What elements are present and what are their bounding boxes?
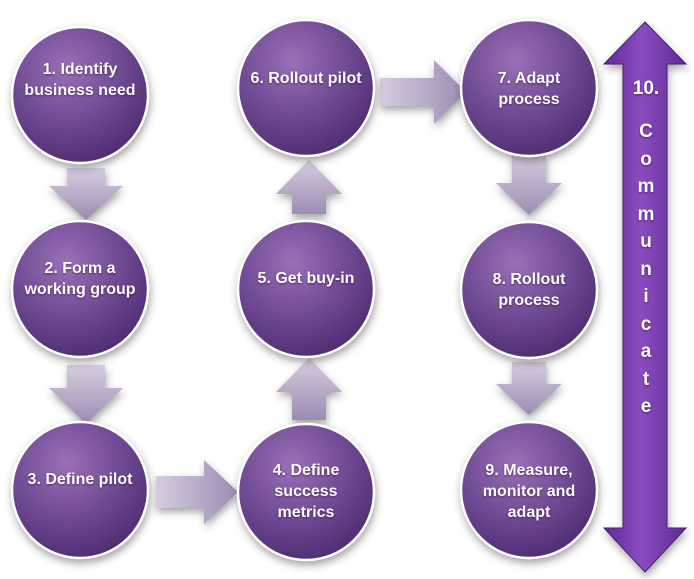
communicate-letter: u — [640, 231, 652, 252]
step-4-label: 4. Define success metrics — [272, 462, 340, 521]
communicate-letter: e — [640, 396, 652, 417]
communicate-letter: n — [640, 258, 652, 280]
step-9-label: 9. Measure, monitor and adapt — [482, 462, 576, 521]
arrow-5-to-6 — [276, 160, 342, 214]
step-6-label: 6. Rollout pilot — [250, 70, 362, 87]
step-9-circle — [459, 420, 599, 560]
communicate-letter: C — [639, 121, 653, 142]
step-7-label: 7. Adapt process — [497, 70, 561, 108]
communicate-letter: c — [640, 313, 652, 335]
communicate-letter: m — [637, 203, 655, 225]
step-2-label: 2. Form a working group — [24, 260, 136, 298]
step-5-label: 5. Get buy-in — [257, 270, 355, 287]
step-1-circle — [10, 25, 150, 165]
arrow-8-to-9 — [496, 362, 562, 415]
communicate-letter: o — [640, 148, 652, 170]
step-8-label: 8. Rollout process — [492, 271, 566, 309]
step-7-circle — [459, 18, 599, 158]
arrow-1-to-2 — [49, 168, 123, 220]
step-5-circle — [236, 219, 376, 359]
step-4-circle — [236, 422, 376, 562]
step-2-circle — [10, 219, 150, 359]
arrow-6-to-7 — [380, 60, 466, 124]
communicate-letter: t — [642, 368, 650, 390]
communicate-number: 10. — [632, 78, 660, 99]
step-8-circle — [459, 220, 599, 360]
communicate-letter: m — [637, 176, 655, 197]
arrow-7-to-8 — [496, 155, 562, 215]
step-3-label: 3. Define pilot — [27, 471, 133, 488]
step-1-label: 1. Identify business need — [24, 61, 136, 99]
communicate-letter: a — [640, 341, 652, 362]
communicate-double-arrow — [602, 21, 688, 573]
arrow-3-to-4 — [156, 460, 238, 524]
step-6-circle — [236, 18, 376, 158]
arrow-2-to-3 — [49, 365, 123, 424]
step-3-circle — [10, 420, 150, 560]
communicate-letter: i — [643, 286, 649, 307]
arrow-4-to-5 — [276, 358, 342, 420]
